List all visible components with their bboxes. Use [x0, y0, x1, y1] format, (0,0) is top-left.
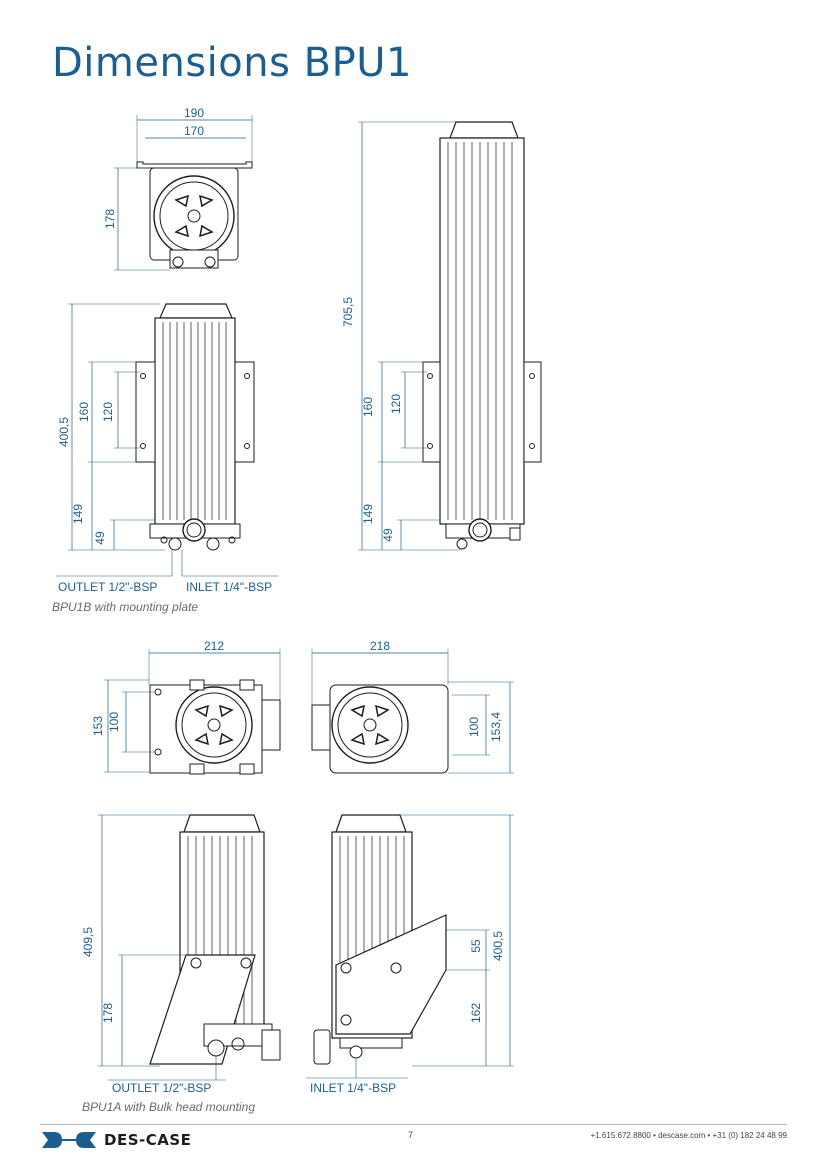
dim-149-front: 149 — [71, 504, 85, 524]
dim-400-5-bulk: 400,5 — [491, 931, 505, 961]
bpu1b-inlet-label: INLET 1/4"-BSP — [186, 580, 273, 594]
des-case-logo-icon — [42, 1132, 96, 1148]
logo-text: DES-CASE — [104, 1131, 192, 1149]
dim-149-side: 149 — [361, 504, 375, 524]
dim-400-5: 400,5 — [57, 417, 71, 447]
dim-100-right: 100 — [467, 717, 481, 737]
dim-160-side: 160 — [361, 397, 375, 417]
dim-190: 190 — [184, 106, 204, 120]
dim-178-top: 178 — [103, 209, 117, 229]
dim-162: 162 — [469, 1003, 483, 1023]
footer-divider — [40, 1124, 787, 1125]
dim-409-5: 409,5 — [81, 927, 95, 957]
contact-info: +1.615.672.8800 • descase.com • +31 (0) … — [590, 1131, 787, 1140]
bpu1a-top-right-view — [311, 649, 514, 774]
dim-153-4: 153,4 — [489, 712, 503, 742]
bpu1b-top-view — [114, 115, 253, 271]
dim-212: 212 — [204, 639, 224, 653]
bpu1a-caption: BPU1A with Bulk head mounting — [82, 1100, 255, 1114]
bpu1a-side-view — [306, 814, 514, 1079]
bpu1b-front-view — [56, 303, 278, 577]
bpu1a-inlet-label: INLET 1/4"-BSP — [310, 1081, 397, 1095]
dim-49-front: 49 — [93, 531, 107, 545]
page-title: Dimensions BPU1 — [52, 40, 412, 86]
page-number: 7 — [408, 1130, 414, 1140]
dim-153: 153 — [91, 716, 105, 736]
dim-55: 55 — [469, 939, 483, 953]
dim-160-front: 160 — [77, 402, 91, 422]
dim-49-side: 49 — [381, 528, 395, 542]
dim-170: 170 — [184, 124, 204, 138]
bpu1b-side-view — [358, 121, 542, 551]
dim-120-side: 120 — [389, 394, 403, 414]
bpu1a-outlet-label: OUTLET 1/2"-BSP — [112, 1081, 212, 1095]
dim-100-left: 100 — [107, 712, 121, 732]
dim-705-5: 705,5 — [341, 297, 355, 327]
bpu1a-front-view — [98, 814, 281, 1081]
bpu1b-outlet-label: OUTLET 1/2"-BSP — [58, 580, 158, 594]
dim-178-bulk: 178 — [101, 1003, 115, 1023]
bpu1a-top-left-view — [104, 649, 281, 775]
dim-218: 218 — [370, 639, 390, 653]
bpu1b-caption: BPU1B with mounting plate — [52, 600, 199, 614]
brand-logo[interactable]: DES-CASE — [40, 1130, 191, 1150]
dim-120-front: 120 — [101, 402, 115, 422]
